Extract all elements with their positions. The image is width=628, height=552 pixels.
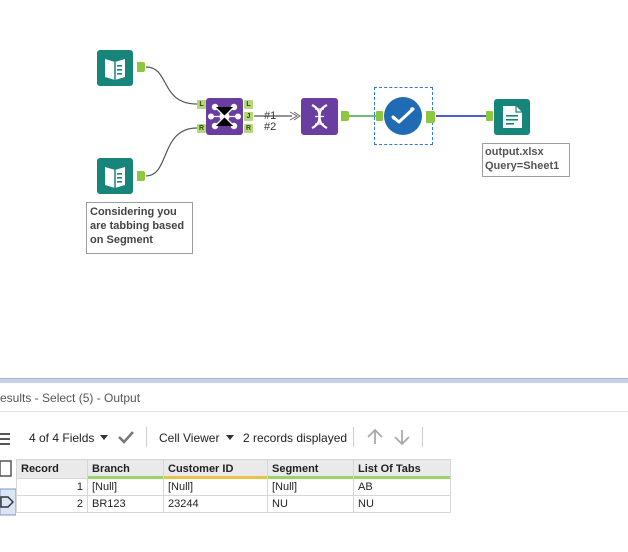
- select-tool[interactable]: [384, 97, 422, 135]
- header-indicator: [164, 476, 267, 479]
- results-side-toolbar: [0, 427, 17, 547]
- panel-splitter[interactable]: [0, 378, 628, 383]
- input-tool-1[interactable]: [97, 50, 133, 86]
- results-panel: esults - Select (5) - Output 4 of 4 Fiel…: [0, 383, 628, 547]
- side-icons: [0, 433, 17, 516]
- anchor-tag-r[interactable]: R: [197, 124, 206, 133]
- output-anchor[interactable]: [341, 111, 349, 121]
- cell-customer-id[interactable]: [Null]: [163, 478, 268, 496]
- dna-tool[interactable]: [301, 98, 338, 135]
- join-label-2: #2: [264, 121, 277, 133]
- cell-segment[interactable]: [Null]: [267, 478, 354, 496]
- table-view-icon[interactable]: [0, 460, 12, 477]
- output-anchor[interactable]: [426, 111, 435, 123]
- anchor-tag-l[interactable]: L: [197, 100, 206, 109]
- workflow-canvas[interactable]: Considering you are tabbing based on Seg…: [0, 0, 628, 378]
- cell-branch[interactable]: [Null]: [87, 478, 164, 496]
- output-file-icon: [503, 106, 522, 128]
- column-header-segment[interactable]: Segment: [267, 459, 354, 479]
- output-anchor[interactable]: [137, 62, 145, 72]
- tag-view-icon[interactable]: [0, 488, 17, 516]
- anchor-tag-l-out[interactable]: L: [244, 100, 253, 109]
- cell-list-of-tabs[interactable]: NU: [353, 495, 451, 513]
- anchor-tag-r-out[interactable]: R: [244, 124, 253, 133]
- table-row[interactable]: 2 BR123 23244 NU NU: [16, 495, 451, 513]
- connection-arrow-icon: [289, 111, 301, 121]
- join-tool[interactable]: [206, 98, 243, 135]
- list-view-icon[interactable]: [0, 433, 10, 445]
- column-header-label: Segment: [272, 463, 319, 475]
- join-label-1: #1: [264, 110, 277, 122]
- cell-segment[interactable]: NU: [267, 495, 354, 513]
- cell-record[interactable]: 1: [16, 478, 88, 496]
- column-header-list-of-tabs[interactable]: List Of Tabs: [353, 459, 451, 479]
- divider: [353, 427, 354, 447]
- output-anchor[interactable]: [137, 171, 145, 181]
- chevron-down-icon[interactable]: [226, 435, 234, 441]
- divider: [146, 427, 147, 447]
- output-annotation: output.xlsx Query=Sheet1: [482, 143, 570, 177]
- cell-viewer-dropdown[interactable]: Cell Viewer: [159, 431, 220, 445]
- output-tool[interactable]: [494, 99, 530, 135]
- connection-input1-join: [145, 66, 198, 105]
- book-input-icon: [105, 167, 125, 188]
- input-anchor[interactable]: [376, 111, 383, 121]
- book-input-icon: [105, 59, 125, 80]
- column-header-branch[interactable]: Branch: [87, 459, 164, 479]
- header-indicator: [268, 476, 353, 479]
- divider: [0, 411, 628, 412]
- column-header-label: Customer ID: [168, 463, 234, 475]
- results-table: Record Branch Customer ID Segment List O…: [16, 459, 451, 513]
- column-header-customer-id[interactable]: Customer ID: [163, 459, 268, 479]
- anchor-tag-j-out[interactable]: J: [244, 112, 253, 121]
- cell-record[interactable]: 2: [16, 495, 88, 513]
- join-icon: [208, 103, 241, 130]
- cell-branch[interactable]: BR123: [87, 495, 164, 513]
- records-count: 2 records displayed: [243, 431, 348, 445]
- cell-list-of-tabs[interactable]: AB: [353, 478, 451, 496]
- table-row[interactable]: 1 [Null] [Null] [Null] AB: [16, 478, 451, 496]
- arrow-up-icon[interactable]: [366, 428, 384, 446]
- chevron-down-icon[interactable]: [100, 435, 108, 441]
- column-header-label: List Of Tabs: [358, 463, 421, 475]
- comment-box[interactable]: Considering you are tabbing based on Seg…: [86, 202, 193, 254]
- input-tool-2[interactable]: [97, 158, 133, 194]
- divider: [422, 427, 423, 447]
- header-indicator: [88, 476, 163, 479]
- column-header-label: Branch: [92, 463, 130, 475]
- table-header-row: Record Branch Customer ID Segment List O…: [16, 459, 451, 479]
- arrow-down-icon[interactable]: [393, 428, 411, 446]
- header-indicator: [354, 476, 450, 479]
- results-title: esults - Select (5) - Output: [0, 391, 141, 405]
- column-header-record[interactable]: Record: [16, 459, 88, 479]
- select-check-icon: [391, 107, 415, 124]
- connection-input2-join: [145, 127, 198, 177]
- dna-icon: [311, 104, 328, 129]
- check-icon[interactable]: [118, 430, 134, 444]
- input-anchor[interactable]: [486, 111, 493, 121]
- fields-dropdown[interactable]: 4 of 4 Fields: [29, 431, 95, 445]
- cell-customer-id[interactable]: 23244: [163, 495, 268, 513]
- connections: [145, 66, 486, 177]
